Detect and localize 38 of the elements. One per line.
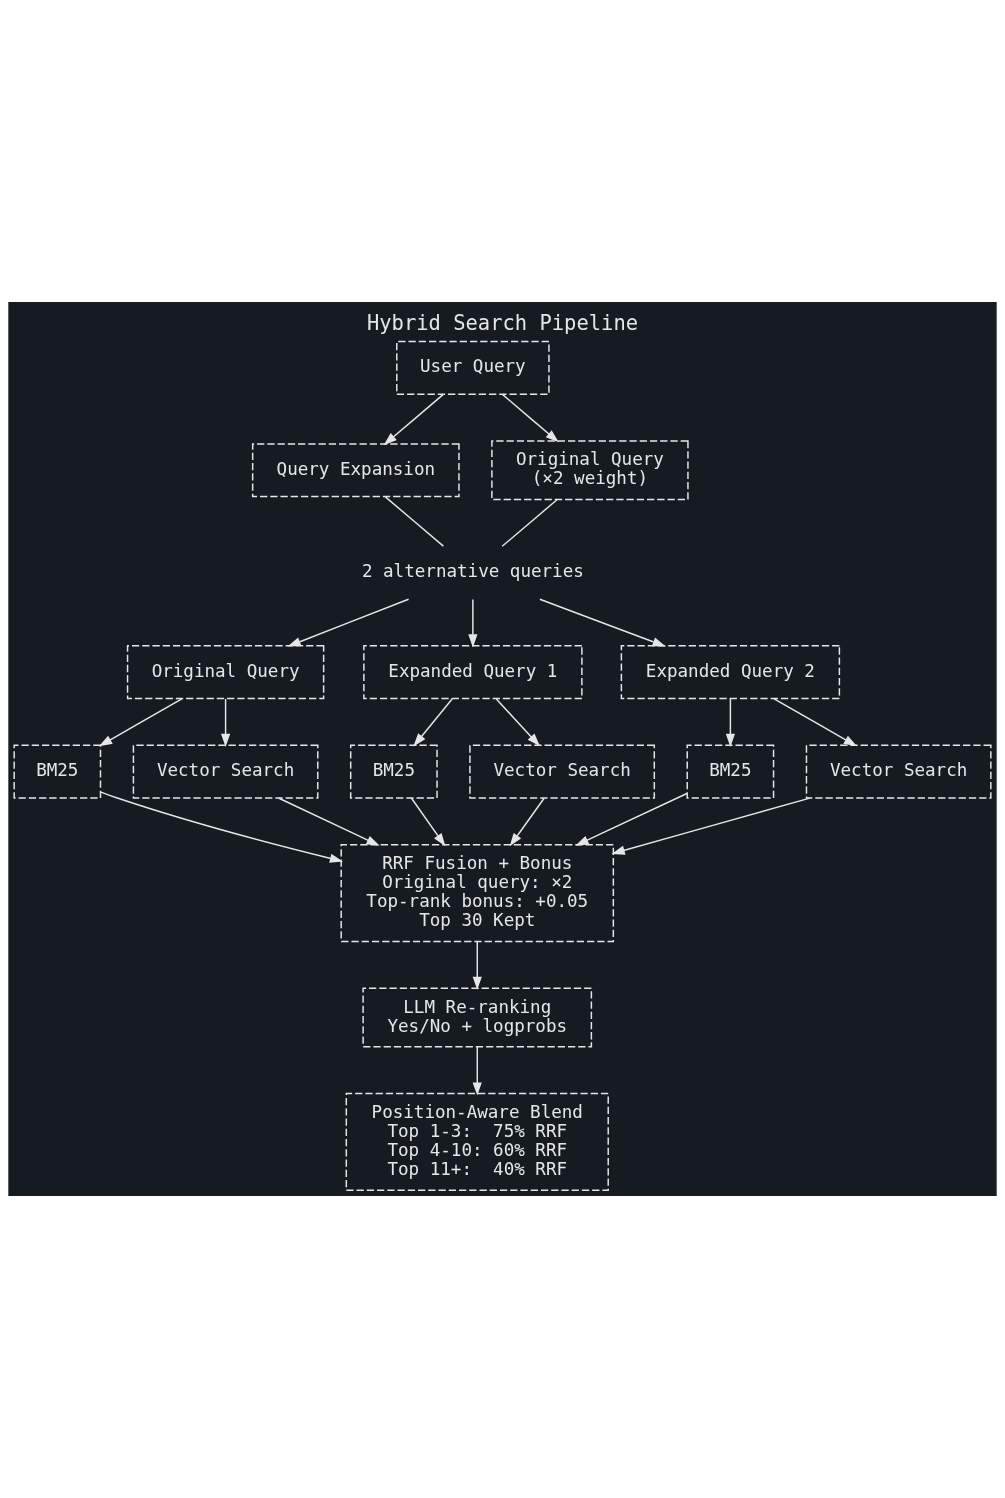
- node-box: User Query: [396, 340, 550, 395]
- node-box: Vector Search: [469, 744, 656, 799]
- arrow: [413, 698, 453, 747]
- arrow: [501, 393, 559, 443]
- arrow: [539, 598, 666, 647]
- node-box: Original Query: [126, 645, 325, 700]
- node-box: Expanded Query 2: [620, 645, 841, 700]
- node-box: Position-Aware Blend Top 1-3: 75% RRF Top 4-10: 60% RRF Top 11+: 40% RRF: [345, 1092, 609, 1191]
- connector: [384, 496, 445, 547]
- node-box: BM25: [13, 744, 102, 799]
- arrow: [98, 698, 183, 747]
- diagram-title: Hybrid Search Pipeline: [366, 311, 639, 336]
- arrow: [509, 797, 545, 847]
- arrow: [575, 792, 688, 846]
- connector: [501, 499, 558, 547]
- arrow: [410, 797, 446, 847]
- arrow: [221, 698, 231, 747]
- arrow: [495, 698, 540, 747]
- node-box: Vector Search: [132, 744, 319, 799]
- arrow: [383, 393, 445, 446]
- node-box: Original Query (×2 weight): [491, 440, 689, 501]
- arrow: [472, 941, 482, 990]
- arrow: [472, 1046, 482, 1096]
- node-box: BM25: [686, 744, 775, 799]
- node-box: BM25: [349, 744, 438, 799]
- node-text: 2 alternative queries: [361, 561, 584, 582]
- arrow: [278, 797, 380, 846]
- node-box: Expanded Query 1: [363, 645, 583, 700]
- node-box: Vector Search: [805, 744, 992, 799]
- node-box: RRF Fusion + Bonus Original query: ×2 Top-rank bonus: +0.05 Top 30 Kept: [340, 844, 615, 943]
- arrow: [287, 598, 410, 647]
- arrow: [468, 598, 478, 648]
- arrow: [773, 698, 858, 747]
- arrow: [725, 698, 735, 747]
- arrow: [611, 797, 811, 855]
- node-box: Query Expansion: [251, 443, 460, 498]
- arrow: [100, 791, 344, 863]
- node-box: LLM Re-ranking Yes/No + logprobs: [362, 987, 593, 1048]
